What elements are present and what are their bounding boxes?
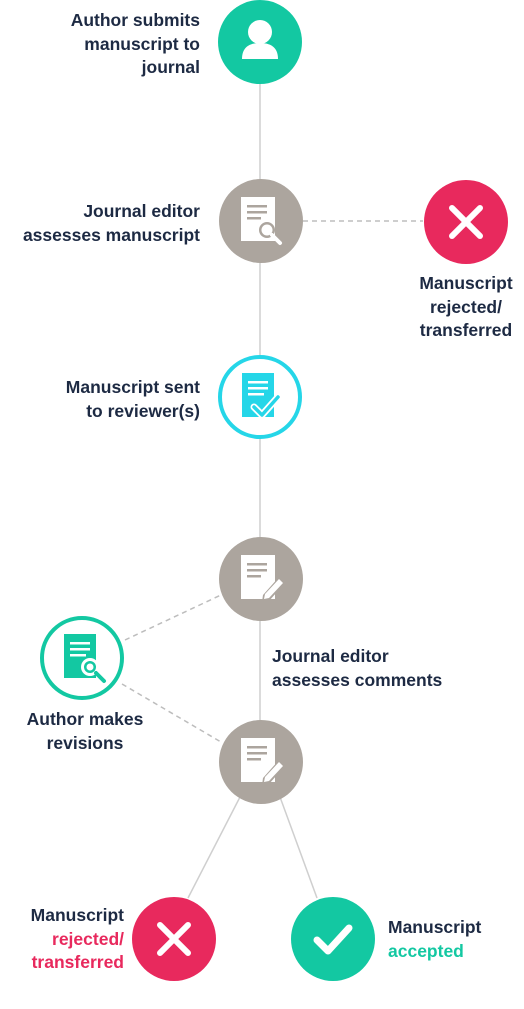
node-reject-top — [424, 180, 508, 264]
connector-revisions-comments — [124, 594, 222, 641]
node-submit — [218, 0, 302, 84]
label-review: Manuscript sent to reviewer(s) — [65, 377, 200, 421]
label-revisions: Author makes revisions — [26, 709, 144, 753]
close-icon — [449, 205, 483, 239]
label-submit: Author submits manuscript to journal — [70, 10, 200, 77]
node-assess — [219, 179, 303, 263]
document-edit-icon — [241, 738, 285, 785]
connector-final-reject — [187, 796, 241, 899]
person-icon — [242, 20, 278, 59]
node-comments-lower — [219, 720, 303, 804]
node-reject-bottom — [132, 897, 216, 981]
label-reject-bottom: Manuscript rejected/ transferred — [30, 905, 124, 972]
node-review — [218, 355, 302, 439]
document-edit-icon — [241, 555, 285, 602]
document-search-icon — [64, 634, 106, 683]
close-icon — [157, 922, 191, 956]
document-search-icon — [241, 197, 282, 245]
checkmark-icon — [313, 924, 353, 955]
document-check-icon — [242, 373, 282, 419]
label-comments: Journal editor assesses comments — [272, 646, 443, 690]
node-comments-upper — [219, 537, 303, 621]
label-reject-top: Manuscript rejected/ transferred — [419, 273, 513, 340]
label-accepted: Manuscript accepted — [388, 917, 482, 961]
connector-revisions-final — [121, 683, 222, 743]
node-revisions — [40, 616, 124, 700]
connector-final-accept — [279, 796, 318, 899]
label-assess: Journal editor assesses manuscript — [22, 201, 200, 245]
node-accepted — [291, 897, 375, 981]
